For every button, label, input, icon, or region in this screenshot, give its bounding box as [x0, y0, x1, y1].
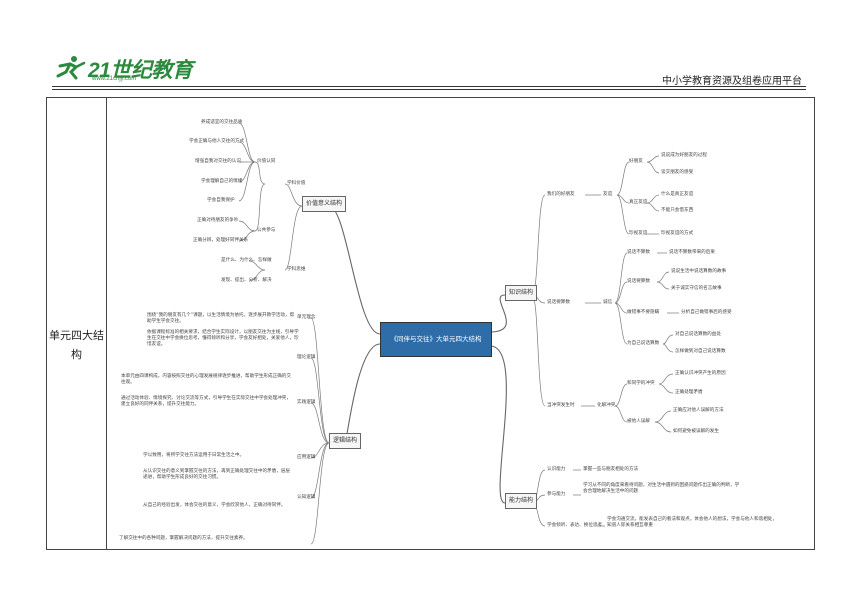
runner-logo-icon — [56, 56, 86, 80]
knowledge-group-3-sub: 化解冲突 — [597, 403, 616, 408]
knowledge-group-2-b-item-1: 说说生活中说话算数的故事 — [671, 269, 727, 274]
value-public: 公共参与 — [257, 228, 276, 233]
mind-map: 《同伴与交往》大单元四大结构 价值意义结构 学科价值 价值认同 养成适宜的交往品… — [107, 98, 814, 549]
value-identity-item-3: 增强自我对交往的认识 — [195, 159, 241, 164]
value-public-item-2: 正确分辨，处理好同伴关系 — [193, 238, 249, 243]
logic-cognition-text-1: 从认识交往的意义到掌握交往的方法，再到正确处理交往中的矛盾，层层递进，帮助学生形… — [143, 469, 291, 481]
knowledge-group-2-c: 做错事不要隐瞒 — [627, 310, 660, 315]
value-structure-node: 价值意义结构 — [302, 196, 347, 212]
header-rule-top — [52, 86, 806, 87]
logic-unit-concept-text: 围绕“我的朋友有几个”课题，以生活情境为依托，逐步展开教学活动，帮助学生学会交往… — [147, 313, 295, 325]
logo-url: www.21cnjy.com — [92, 76, 137, 82]
knowledge-group-2-d: 为自己说话算数 — [627, 341, 660, 346]
ability-cognition: 认识能力 — [547, 467, 566, 472]
knowledge-group-3-a-item-1: 正确认识冲突产生的原因 — [675, 371, 726, 376]
ability-cognition-text: 掌握一些与朋友相处的方法 — [583, 467, 639, 472]
knowledge-group-2-d-item-2: 怎样做到对自己说话算数 — [675, 349, 726, 354]
value-public-item-1: 正确对待朋友的争吵 — [197, 218, 239, 223]
knowledge-group-2-sub: 诚信 — [603, 300, 613, 305]
ability-participation-text: 学习从不同的角度来看待问题，对生活中遇到的困惑问题作出正确的判断，学会合理地解决… — [583, 483, 740, 495]
ability-communication: 学会倾听、表达、换位思考 — [547, 523, 603, 528]
logic-bottom-text: 了解交往中的各种问题，掌握解决问题的方法，提升交往素养。 — [119, 536, 248, 541]
knowledge-group-2-d-item-1: 对自己说话算数的益处 — [675, 332, 721, 337]
value-thinking-item-2: 发现、提出、分析、解决 — [221, 278, 272, 283]
knowledge-group-2-a-item-1: 说话不算数带来的后果 — [669, 250, 715, 255]
logic-application: 应用逻辑 — [297, 455, 316, 460]
row-label: 单元四大结构 — [49, 329, 104, 361]
knowledge-group-2-c-item-1: 分析自己做错事后的感受 — [681, 310, 732, 315]
logic-practice-text: 通过活动体验、情境探究、讨论交流等方式，引导学生在实际交往中学会处理冲突，建立良… — [121, 396, 291, 408]
logic-application-text: 学以致用，将所学交往方法运用于日常生活之中。 — [143, 453, 245, 458]
knowledge-group-1-c-item-1: 珍视友谊的方式 — [661, 231, 694, 236]
logic-unit-concept: 单元理念 — [297, 315, 316, 320]
value-identity-item-5: 学会自我保护 — [207, 198, 235, 203]
knowledge-group-1-b-item-1: 什么是真正友谊 — [661, 192, 694, 197]
logic-theory-text-1: 依据课程标准的相关要求，结合学生实际设计，以朋友交往为主线，引导学生在交往中学会… — [147, 330, 299, 348]
knowledge-group-3: 当冲突发生时 — [547, 403, 575, 408]
header-rule-bottom — [52, 89, 806, 90]
knowledge-group-3-b: 被他人误解 — [627, 419, 650, 424]
knowledge-group-2-b-item-2: 关于诚实守信的名言故事 — [671, 286, 722, 291]
logic-theory: 理论逻辑 — [297, 355, 316, 360]
knowledge-group-3-a: 和同学的冲突 — [627, 381, 655, 386]
knowledge-group-2-b: 说话要算数 — [627, 279, 650, 284]
knowledge-group-2-a: 说话不算数 — [627, 250, 650, 255]
knowledge-group-2: 说话要算数 — [547, 300, 570, 305]
knowledge-group-3-a-item-2: 正确处理矛盾 — [675, 390, 703, 395]
knowledge-group-1-a: 好朋友 — [629, 159, 643, 164]
knowledge-group-1-a-item-1: 说说成为好朋友的过程 — [661, 153, 707, 158]
knowledge-group-1-b: 真正友谊 — [629, 200, 648, 205]
logo-text: 21世纪教育 — [88, 59, 193, 82]
value-identity-item-2: 学会正确与他人交往的方式 — [189, 139, 245, 144]
value-thinking-item-1: 是什么、为什么、怎样做 — [221, 258, 272, 263]
ability-communication-text: 学会沟通交流，能发表自己的看法和观点，体会他人的想法，学会与他人和谐相处，知道人… — [607, 517, 777, 529]
knowledge-group-3-b-item-2: 如何避免被误解的发生 — [673, 429, 719, 434]
knowledge-group-3-b-item-1: 正确应对他人误解的方法 — [673, 408, 724, 413]
knowledge-group-1: 我们的好朋友 — [547, 192, 575, 197]
logic-cognition: 认知逻辑 — [297, 495, 316, 500]
logic-theory-text-2: 本单元由四课构成，内容按照交往的心理发展规律逐步推进，帮助学生形成正确的交往观。 — [121, 374, 291, 386]
knowledge-group-1-c: 珍视友谊 — [629, 231, 648, 236]
value-identity-item-4: 学会理解自己的情绪 — [201, 179, 243, 184]
knowledge-group-1-a-item-2: 谈交朋友的感受 — [661, 170, 694, 175]
logic-cognition-text-2: 从自己的经验出发，体会交往的意义，学会欣赏他人，正确对待同伴。 — [143, 503, 286, 508]
logic-practice: 实践逻辑 — [297, 400, 316, 405]
knowledge-structure-node: 知识结构 — [505, 285, 538, 301]
platform-title: 中小学教育资源及组卷应用平台 — [662, 76, 802, 87]
ability-structure-node: 能力结构 — [505, 493, 538, 509]
value-thinking: 学科思维 — [287, 267, 306, 272]
table-column-divider — [106, 97, 107, 550]
center-node: 《同伴与交往》大单元四大结构 — [380, 322, 492, 357]
value-sub-discipline: 学科价值 — [287, 181, 306, 186]
logic-structure-node: 逻辑结构 — [329, 433, 362, 449]
knowledge-group-1-b-item-2: 不能只会借东西 — [661, 208, 694, 213]
knowledge-group-1-sub: 友谊 — [603, 192, 613, 197]
table-frame — [46, 97, 815, 550]
ability-participation: 参与能力 — [547, 492, 566, 497]
value-identity: 价值认同 — [257, 159, 276, 164]
value-identity-item-1: 养成适宜的交往品质 — [201, 120, 243, 125]
